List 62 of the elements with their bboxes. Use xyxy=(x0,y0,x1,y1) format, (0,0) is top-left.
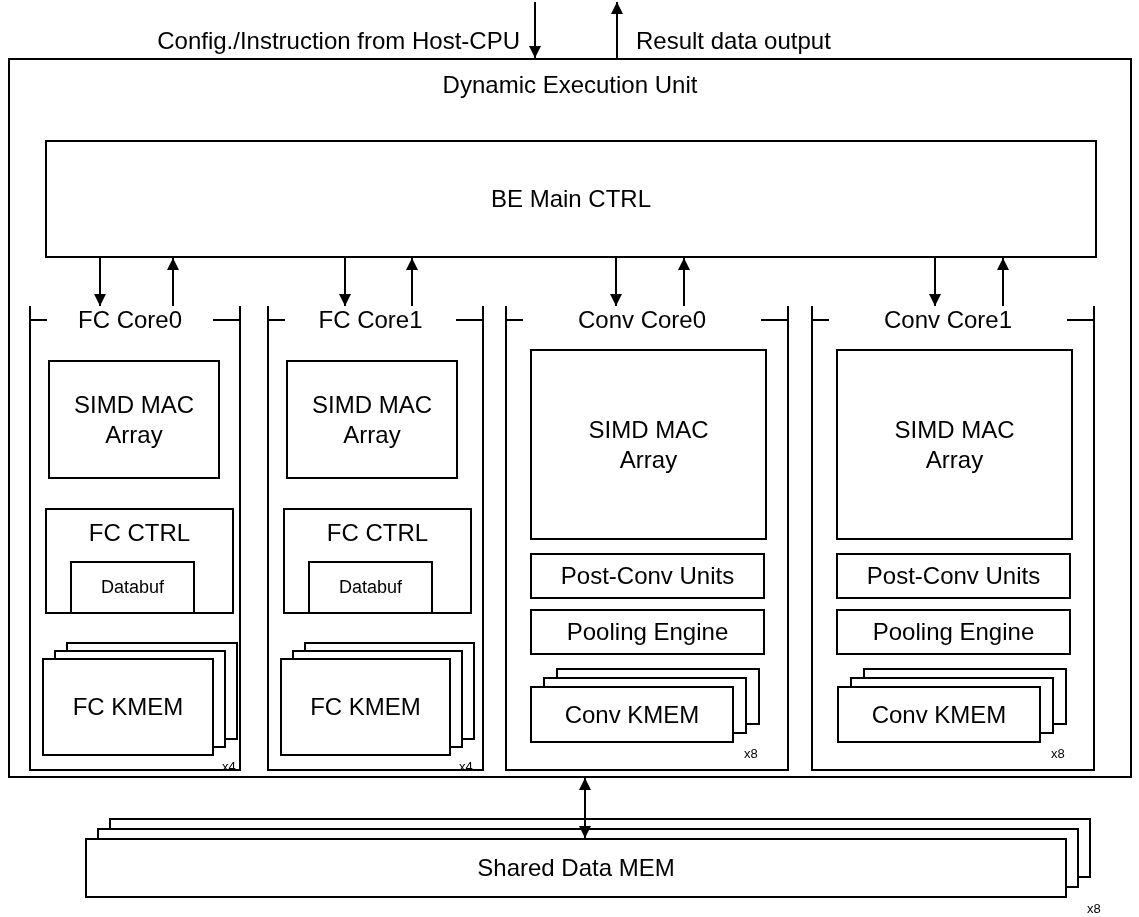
block-box xyxy=(45,140,1097,258)
block-label: Conv Core1 xyxy=(883,305,1013,335)
count-label: x8 xyxy=(744,747,758,760)
block-box xyxy=(836,553,1071,599)
block-label: FC KMEM xyxy=(310,692,421,722)
block-box xyxy=(530,349,767,540)
block-box xyxy=(530,553,765,599)
arrow xyxy=(529,1,541,59)
count-label: x8 xyxy=(1087,902,1101,915)
block-box xyxy=(308,561,433,614)
arrow xyxy=(678,257,690,307)
block-label: SIMD MAC Array xyxy=(587,414,710,475)
block-label: FC Core1 xyxy=(318,305,423,335)
block-label: SIMD MAC Array xyxy=(73,389,195,450)
block-label: Dynamic Execution Unit xyxy=(442,70,698,100)
block-label: Databuf xyxy=(100,576,164,599)
block-box xyxy=(283,508,472,614)
signal-label: Result data output xyxy=(636,26,832,56)
block-box xyxy=(836,349,1073,540)
arrow xyxy=(611,1,623,59)
arrow xyxy=(94,257,106,307)
block-label: Pooling Engine xyxy=(566,617,729,647)
block-label: Post-Conv Units xyxy=(560,561,735,591)
block-label: Conv Core0 xyxy=(577,305,707,335)
arrow xyxy=(929,257,941,307)
unit-box xyxy=(8,58,1132,778)
block-box xyxy=(70,561,195,614)
block-box xyxy=(286,360,458,479)
block-box xyxy=(48,360,220,479)
count-label: x8 xyxy=(1051,747,1065,760)
block-label: SIMD MAC Array xyxy=(893,414,1016,475)
core-frame xyxy=(811,306,1095,771)
block-box xyxy=(836,609,1071,655)
block-box xyxy=(837,686,1041,743)
block-box xyxy=(42,658,214,756)
signal-label: Config./Instruction from Host-CPU xyxy=(156,26,520,56)
block-box xyxy=(280,658,451,756)
block-label: Pooling Engine xyxy=(872,617,1035,647)
block-label: SIMD MAC Array xyxy=(311,389,433,450)
block-label: Databuf xyxy=(338,576,402,599)
block-label: FC CTRL xyxy=(326,518,429,548)
block-label: BE Main CTRL xyxy=(490,184,651,214)
block-label: Shared Data MEM xyxy=(477,853,675,883)
core-frame xyxy=(29,306,241,771)
arrow xyxy=(406,257,418,307)
block-label: Post-Conv Units xyxy=(866,561,1041,591)
arrow xyxy=(997,257,1009,307)
block-box xyxy=(45,508,234,614)
block-label: Conv KMEM xyxy=(564,699,700,730)
block-box xyxy=(530,686,734,743)
core-frame xyxy=(267,306,484,771)
block-label: FC CTRL xyxy=(88,518,191,548)
block-label: Conv KMEM xyxy=(871,699,1007,730)
arrow xyxy=(579,777,591,839)
block-label: FC Core0 xyxy=(78,305,182,335)
arrow xyxy=(610,257,622,307)
core-frame xyxy=(505,306,789,771)
block-box xyxy=(85,838,1067,898)
block-label: FC KMEM xyxy=(72,692,184,722)
arrow xyxy=(167,257,179,307)
block-box xyxy=(530,609,765,655)
arrow xyxy=(339,257,351,307)
